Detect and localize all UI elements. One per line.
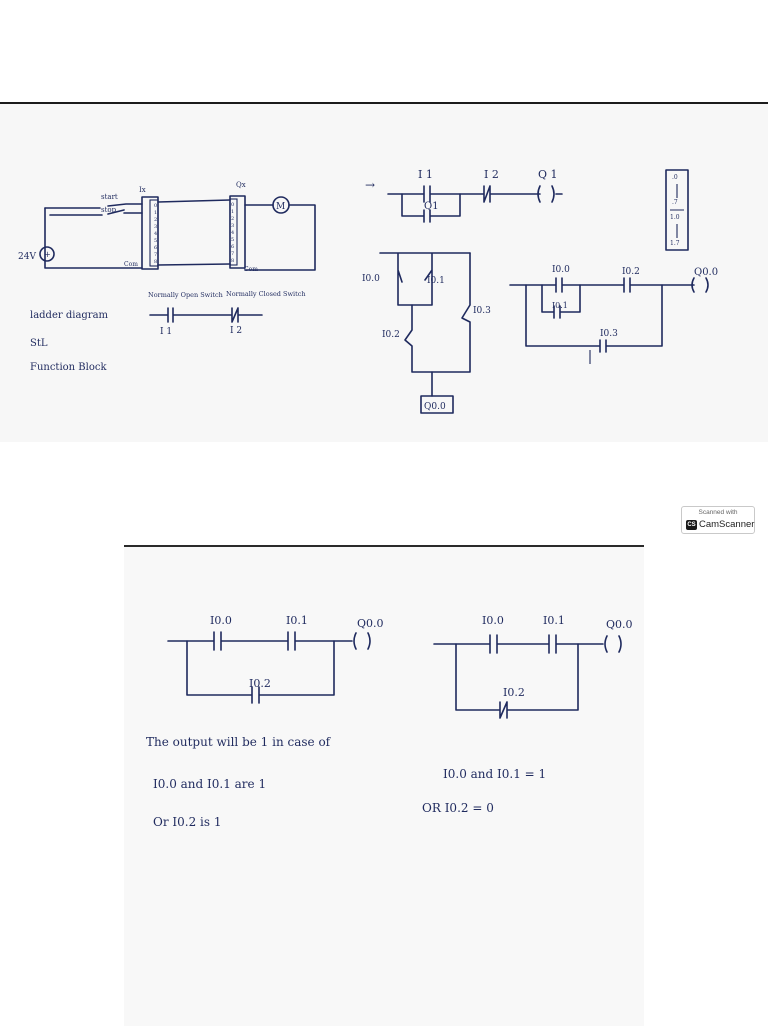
- svg-text:2: 2: [231, 216, 234, 222]
- br-q00-label: Q0.0: [606, 618, 633, 631]
- br-i02-label: I0.2: [503, 686, 525, 699]
- net-i01-label: I0.1: [427, 276, 445, 286]
- net-q00-label: Q0.0: [424, 402, 446, 412]
- svg-text:5: 5: [154, 238, 157, 244]
- qx-label: Qx: [236, 181, 246, 189]
- start-label: start: [101, 193, 118, 201]
- svg-text:0: 0: [231, 202, 234, 208]
- input-terminal-list: 0 1 2 3 4 5 6 7 8: [154, 203, 157, 265]
- svg-text:1: 1: [154, 210, 157, 216]
- svg-text:3: 3: [231, 223, 234, 229]
- net-i03-label: I0.3: [473, 306, 491, 316]
- bl-q00-label: Q0.0: [357, 617, 384, 630]
- svg-text:8: 8: [154, 259, 157, 265]
- byte-address-box: .0 .7 1.0 1.7: [665, 169, 689, 251]
- svg-text:0: 0: [154, 203, 157, 209]
- rung2-i00-label: I0.0: [552, 265, 570, 275]
- net-i02-label: I0.2: [382, 330, 400, 340]
- svg-text:6: 6: [231, 244, 234, 250]
- camscanner-logo-icon: CS: [686, 520, 697, 530]
- no-switch-label: Normally Open Switch: [148, 291, 223, 299]
- rung2-i03-label: I0.3: [600, 329, 618, 339]
- bl-i01-label: I0.1: [286, 614, 308, 627]
- ix-label: Ix: [139, 186, 146, 194]
- condition-left-1: I0.0 and I0.1 are 1: [153, 777, 266, 791]
- i1-under-label: I 1: [160, 327, 172, 337]
- motor-label: M: [276, 202, 285, 212]
- caption-text: The output will be 1 in case of: [146, 735, 332, 749]
- svg-text:5: 5: [231, 237, 234, 243]
- br-i01-label: I0.1: [543, 614, 565, 627]
- bottom-right-rung: I0.0 I0.1 I0.2 Q0.0: [433, 614, 633, 719]
- notes-list: ladder diagram StL Function Block: [30, 310, 109, 373]
- bl-i00-label: I0.0: [210, 614, 232, 627]
- rung2-i02-label: I0.2: [622, 267, 640, 277]
- br-i00-label: I0.0: [482, 614, 504, 627]
- i2-under-label: I 2: [230, 326, 242, 336]
- svg-text:4: 4: [231, 230, 234, 236]
- scanned-with-label: Scanned with: [698, 509, 738, 516]
- note-fbd: Function Block: [30, 362, 107, 373]
- com-left-label: Com: [124, 261, 138, 268]
- net-i00-label: I0.0: [362, 274, 380, 284]
- stop-label: stop: [101, 206, 117, 214]
- rung1-i1-label: I 1: [418, 168, 433, 181]
- svg-text:1.7: 1.7: [670, 240, 680, 247]
- switch-network: I0.0 I0.1 I0.2 I0.3 Q0.0: [362, 252, 491, 414]
- condition-right-2: OR I0.2 = 0: [422, 801, 494, 815]
- svg-text:7: 7: [154, 252, 157, 258]
- condition-right-1: I0.0 and I0.1 = 1: [443, 767, 546, 781]
- rung2-i01-label: I0.1: [552, 301, 568, 310]
- svg-text:3: 3: [154, 224, 157, 230]
- svg-text:.0: .0: [672, 174, 678, 181]
- supply-symbol: [39, 246, 55, 262]
- note-stl: StL: [30, 338, 48, 349]
- camscanner-name: CamScanner: [699, 519, 755, 530]
- whiteboard-top: [0, 102, 768, 442]
- svg-text:6: 6: [154, 245, 157, 251]
- svg-text:1.0: 1.0: [670, 214, 680, 221]
- svg-text:8: 8: [231, 258, 234, 264]
- nc-switch-label: Normally Closed Switch: [226, 290, 306, 298]
- svg-text:2: 2: [154, 217, 157, 223]
- ladder-rung-2: I0.0 I0.2 I0.1 I0.3 Q0.0: [509, 265, 718, 364]
- rung2-q00-label: Q0.0: [694, 267, 718, 278]
- plc-wiring-diagram: + 24V start stop Ix Com 0 1 2 3 4 5 6 7 …: [18, 181, 316, 273]
- switch-symbols: Normally Open Switch Normally Closed Swi…: [148, 290, 306, 337]
- svg-text:1: 1: [231, 209, 234, 215]
- supply-label: 24V: [18, 252, 36, 262]
- bl-i02-label: I0.2: [249, 677, 271, 690]
- plus-sign: +: [44, 250, 51, 259]
- rung1-i2-label: I 2: [484, 168, 499, 181]
- svg-text:7: 7: [231, 251, 234, 257]
- rung-arrow: →: [365, 178, 375, 192]
- motor-symbol: [272, 196, 290, 214]
- output-terminal-list: 0 1 2 3 4 5 6 7 8: [231, 202, 234, 264]
- note-ladder: ladder diagram: [30, 310, 109, 321]
- camscanner-badge: Scanned with CS CamScanner: [681, 506, 755, 534]
- condition-left-2: Or I0.2 is 1: [153, 815, 221, 829]
- rung1-q1-branch-label: Q1: [424, 201, 439, 212]
- bottom-left-rung: I0.0 I0.1 I0.2 Q0.0: [167, 614, 384, 704]
- q00-box: [420, 395, 454, 414]
- svg-text:.7: .7: [672, 199, 678, 206]
- ladder-rung-1: → I 1 I 2 Q 1 Q1: [365, 168, 563, 223]
- whiteboard-bottom: [124, 545, 644, 1026]
- svg-text:4: 4: [154, 231, 157, 237]
- rung1-q1-label: Q 1: [538, 168, 558, 181]
- explanation-text: The output will be 1 in case of I0.0 and…: [146, 735, 546, 829]
